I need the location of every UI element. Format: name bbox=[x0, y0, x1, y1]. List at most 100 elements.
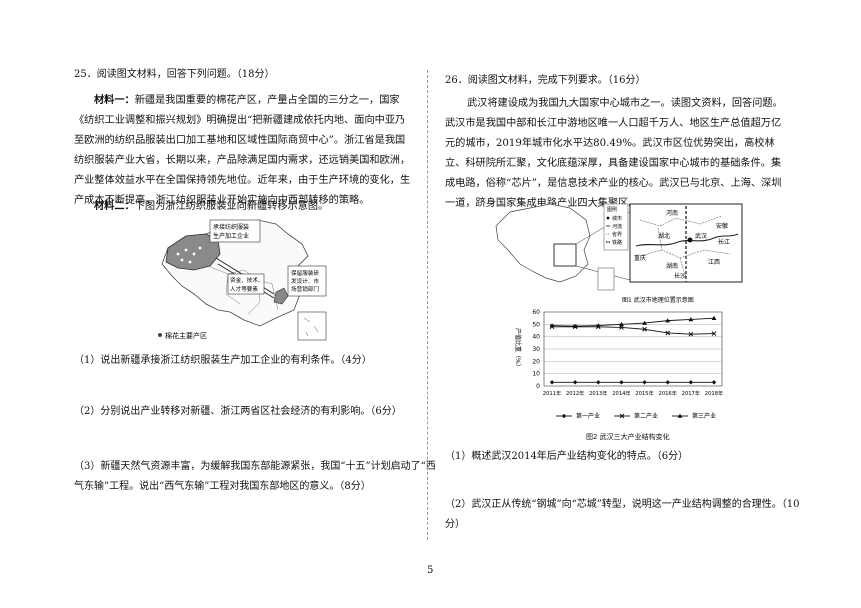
legend-marker-1 bbox=[619, 413, 625, 419]
series-0-point-1 bbox=[572, 380, 578, 385]
ytick-0: 0 bbox=[536, 383, 540, 390]
box3-line2: 发设计、市 bbox=[291, 277, 319, 285]
series-1-point-4 bbox=[642, 326, 647, 332]
series-2-point-7 bbox=[711, 315, 717, 320]
q25-sub3-line1: （3）新疆天然气资源丰富，为缓解我国东部能源紧张，我国“十五”计划启动了“西 bbox=[74, 461, 436, 472]
legend-label-0: 第一产业 bbox=[576, 412, 600, 420]
fig2-caption: 图2 武汉三大产业结构变化 bbox=[586, 433, 670, 441]
page-number: 5 bbox=[427, 565, 434, 576]
q25-m1-label: 材料一： bbox=[94, 94, 135, 106]
q26-sub1: （1）概述武汉2014年后产业结构变化的特点。（6分） bbox=[445, 451, 689, 462]
series-2-point-1 bbox=[572, 323, 578, 328]
series-2-point-4 bbox=[642, 320, 647, 325]
legend-marker-0 bbox=[561, 413, 567, 419]
legend-city-icon bbox=[606, 216, 610, 220]
q25-material1: 材料一：新疆是我国重要的棉花产区，产量占全国的三分之一，国家《纺织工业调整和振兴… bbox=[74, 90, 414, 211]
box1-line1: 承接纺织服装 bbox=[213, 223, 249, 231]
xtick-7: 2018年 bbox=[705, 389, 723, 397]
cotton-legend-icon bbox=[158, 333, 162, 337]
xtick-1: 2012年 bbox=[566, 389, 584, 397]
legend-label-1: 第二产业 bbox=[634, 412, 658, 420]
series-2-point-6 bbox=[688, 317, 694, 322]
place-jiangxi: 江西 bbox=[708, 259, 720, 266]
box-rnd bbox=[287, 265, 327, 297]
place-changsha: 长沙 bbox=[674, 272, 686, 280]
wuhan-marker bbox=[687, 237, 693, 243]
fig1-legend-river: 河流 bbox=[612, 223, 622, 230]
xinjiang-region bbox=[165, 233, 221, 271]
inset-islands bbox=[303, 317, 319, 337]
box3-line3: 场营销部门 bbox=[291, 285, 319, 293]
q26-intro: 武汉将建设成为我国九大国家中心城市之一。读图文资料，回答问题。武汉市是我国中部和… bbox=[445, 98, 783, 209]
series-line-1 bbox=[552, 326, 715, 335]
wuhan-highlight-box bbox=[553, 243, 577, 267]
fig1-legend-title: 图例 bbox=[607, 206, 617, 213]
series-2-point-3 bbox=[619, 321, 624, 327]
xtick-2: 2013年 bbox=[589, 389, 607, 397]
xtick-0: 2011年 bbox=[543, 389, 561, 397]
xtick-3: 2014年 bbox=[612, 389, 630, 397]
cotton-marks bbox=[176, 246, 202, 264]
place-changjiang: 长江 bbox=[718, 238, 730, 246]
fig1-legend-city: 城市 bbox=[612, 215, 622, 222]
place-wuhan: 武汉 bbox=[695, 232, 707, 240]
ytick-20: 20 bbox=[532, 358, 540, 365]
q25-title: 25．阅读图文材料，回答下列问题。（18分） bbox=[74, 69, 275, 80]
q25-m2-label: 材料二： bbox=[94, 200, 135, 212]
series-2-point-5 bbox=[665, 318, 671, 323]
box-factors bbox=[227, 273, 265, 295]
small-inset bbox=[597, 267, 615, 291]
column-divider bbox=[427, 70, 429, 540]
q25-m1-text: 新疆是我国重要的棉花产区，产量占全国的三分之一，国家《纺织工业调整和振兴规划》明… bbox=[74, 95, 411, 206]
place-henan: 河南 bbox=[666, 209, 678, 217]
series-0-point-6 bbox=[688, 380, 694, 385]
wuhan-location-map: 河南 湖北 安徽 武汉 长江 重庆 湖南 江西 长沙 图例 城市 河流 省界 铁… bbox=[495, 203, 743, 304]
ytick-10: 10 bbox=[532, 371, 540, 378]
fig1-legend-rail: 铁路 bbox=[612, 239, 622, 246]
place-anhui: 安徽 bbox=[716, 222, 728, 230]
q25-sub1: （1）说出新疆承接浙江纺织服装生产加工企业的有利条件。（4分） bbox=[74, 355, 372, 366]
q25-sub2: （2）分别说出产业转移对新疆、浙江两省区社会经济的有利影响。（6分） bbox=[74, 406, 402, 417]
province-borders bbox=[207, 265, 279, 315]
series-0-point-2 bbox=[596, 380, 601, 385]
q25-material2: 材料二：下图为浙江纺织服装业向新疆转移示意图。 bbox=[94, 198, 328, 215]
detail-province-borders bbox=[639, 215, 731, 279]
q26-sub2-line1: （2）武汉正从传统“钢城”向“芯城”转型，说明这一产业结构调整的合理性。（10 bbox=[445, 499, 800, 510]
ytick-60: 60 bbox=[532, 309, 540, 316]
series-0-point-3 bbox=[619, 380, 624, 385]
legend-label-2: 第三产业 bbox=[692, 412, 716, 420]
q25-sub3-line2: 气东输”工程。说出“西气东输”工程对我国东部地区的意义。（8分） bbox=[74, 481, 371, 492]
series-1-point-5 bbox=[665, 330, 671, 336]
legend-marker-2 bbox=[677, 413, 683, 418]
series-1-point-6 bbox=[688, 331, 694, 337]
q26-sub2-line2: 分） bbox=[445, 519, 465, 530]
series-0-point-0 bbox=[549, 380, 555, 385]
box2-line2: 人才等要素 bbox=[230, 285, 258, 293]
q25-m2-text: 下图为浙江纺织服装业向新疆转移示意图。 bbox=[134, 201, 329, 212]
series-1-point-7 bbox=[711, 331, 717, 336]
series-line-2 bbox=[551, 317, 715, 327]
south-sea-inset bbox=[297, 311, 327, 341]
ytick-50: 50 bbox=[532, 321, 540, 328]
zhejiang-region bbox=[273, 287, 289, 305]
textile-transfer-map: 承接纺织服装 生产加工企业 资金、技术、 人才等要素 保留服装研 发设计、市 场… bbox=[158, 219, 327, 341]
box2-line1: 资金、技术、 bbox=[230, 276, 264, 284]
xtick-4: 2015年 bbox=[635, 389, 653, 397]
place-hunan: 湖南 bbox=[666, 262, 678, 270]
series-0-point-5 bbox=[665, 380, 670, 385]
series-2-point-2 bbox=[595, 323, 601, 328]
place-hubei: 湖北 bbox=[658, 232, 670, 240]
yangtze-river bbox=[635, 233, 739, 247]
ytick-40: 40 bbox=[532, 334, 540, 341]
fig1-caption: 图1 武汉市地理位置示意图 bbox=[622, 296, 694, 304]
box-enterprise bbox=[209, 219, 261, 243]
place-chongqing: 重庆 bbox=[634, 254, 646, 262]
series-2-point-0 bbox=[549, 323, 555, 328]
box3-line1: 保留服装研 bbox=[291, 269, 319, 277]
fig1-legend-border: 省界 bbox=[612, 231, 622, 238]
map-legend-text: 棉花主要产区 bbox=[165, 331, 207, 340]
series-0-point-4 bbox=[642, 380, 647, 385]
chart-ylabel: 产值比重（%） bbox=[514, 328, 522, 370]
xtick-5: 2016年 bbox=[659, 389, 677, 397]
